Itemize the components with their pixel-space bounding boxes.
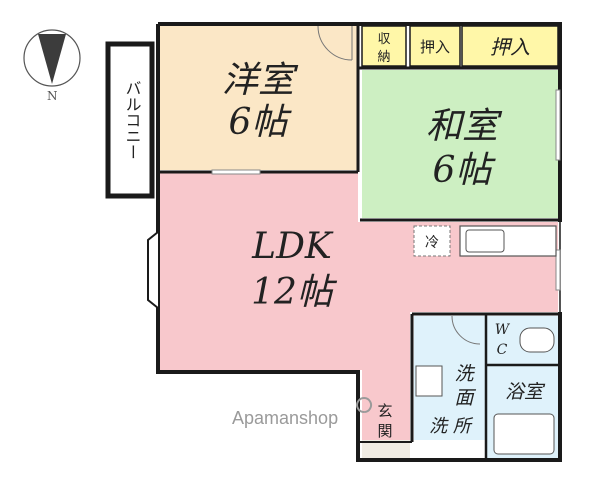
storage-small-label-top: 収 <box>377 32 390 47</box>
closet-2-label: 押入 <box>490 35 530 59</box>
bay-window <box>147 231 159 309</box>
fridge-space <box>413 225 451 257</box>
wc-label-top: W <box>495 322 511 338</box>
japanese-room-area <box>362 70 558 218</box>
japanese-room-name: 和室 <box>426 106 503 147</box>
watermark-mark-icon <box>356 397 373 413</box>
bathroom-label: 浴室 <box>505 381 546 403</box>
watermark: Apamanshop <box>232 397 373 428</box>
compass: N <box>23 29 81 103</box>
washing-machine-icon <box>415 365 443 397</box>
storage-small-label-bottom: 納 <box>377 50 390 65</box>
toilet-icon <box>519 327 555 353</box>
entrance-label-bottom: 関 <box>377 422 392 440</box>
ldk-size: 12帖 <box>251 272 338 313</box>
door-washroom <box>451 315 481 345</box>
window-ldk-east <box>555 249 561 291</box>
entrance-area <box>362 440 410 458</box>
watermark-text: Apamanshop <box>232 408 338 428</box>
closet-1-area <box>409 25 461 67</box>
door-western <box>317 25 353 61</box>
compass-needle-icon <box>38 34 66 84</box>
balcony-label: バルコニー <box>123 80 142 160</box>
ldk-area <box>160 172 558 440</box>
western-room-name: 洋室 <box>222 60 299 101</box>
window-western-ldk <box>211 169 261 175</box>
western-room-size: 6帖 <box>229 102 293 143</box>
washroom-label-top: 洗 <box>454 363 475 385</box>
kitchen-sink-icon <box>465 229 505 253</box>
balcony: バルコニー <box>105 41 155 199</box>
window-japanese-east <box>555 89 561 161</box>
ldk-name: LDK <box>251 226 334 267</box>
fridge-label: 冷 <box>425 235 439 251</box>
japanese-room-size: 6帖 <box>433 150 497 191</box>
bathtub-icon <box>493 413 555 455</box>
balcony-area <box>105 41 155 199</box>
western-room-area <box>160 26 358 170</box>
storage-small-area <box>361 25 407 67</box>
compass-north-label: N <box>47 89 58 103</box>
closet-1-label: 押入 <box>420 38 450 56</box>
laundry-label: 洗 所 <box>429 416 474 437</box>
washroom-label-bottom: 面 <box>454 387 476 409</box>
wc-label-bottom: C <box>497 342 508 358</box>
entrance-label-top: 玄 <box>377 402 392 420</box>
